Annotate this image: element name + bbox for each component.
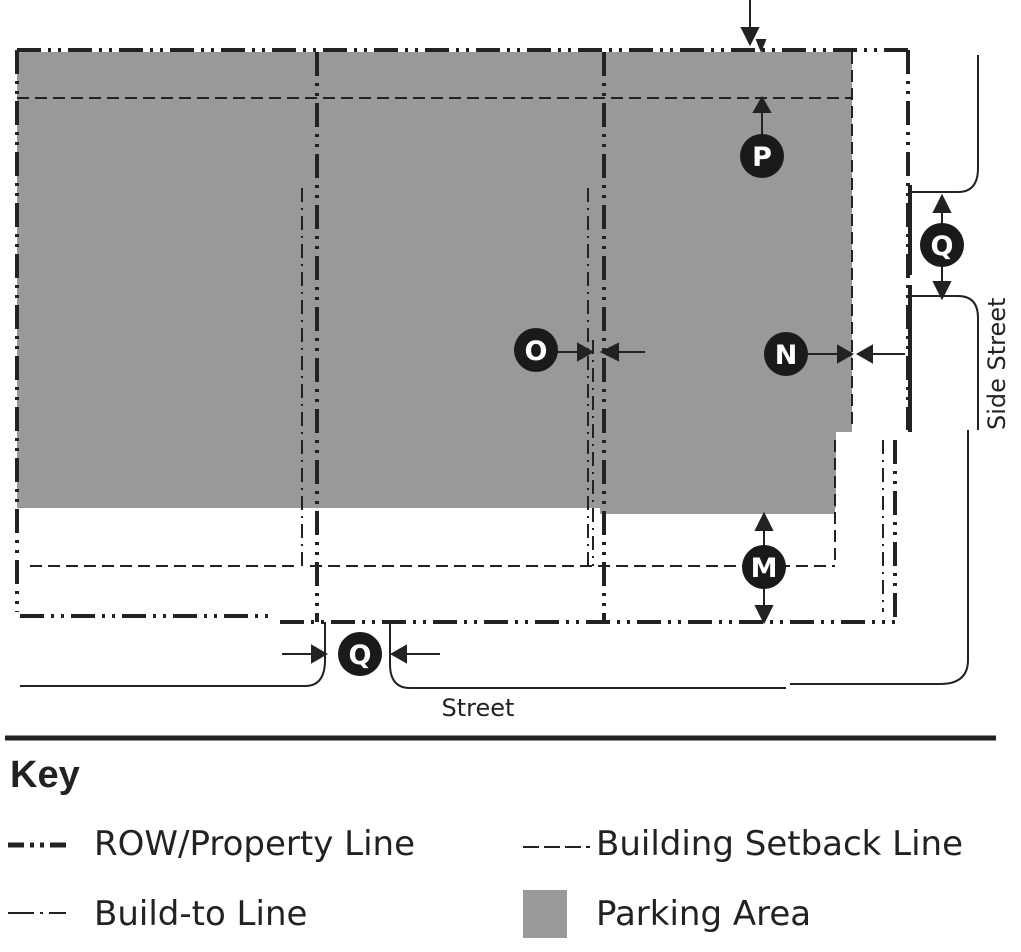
build-to-lines xyxy=(301,188,884,612)
svg-text:P: P xyxy=(752,142,772,173)
label-marker-o: O xyxy=(514,328,558,372)
svg-text:Q: Q xyxy=(349,640,372,671)
key-item-parking-area-label: Parking Area xyxy=(596,894,811,934)
label-marker-p: P xyxy=(740,134,784,178)
label-marker-q-front: Q xyxy=(338,632,382,676)
curb-lines xyxy=(20,55,979,689)
parking-area xyxy=(17,52,852,508)
key-item-build-to-line: Build-to Line xyxy=(94,894,307,934)
svg-text:N: N xyxy=(775,340,798,371)
label-marker-q-side: Q xyxy=(920,223,964,267)
parking-area-extension xyxy=(600,500,835,514)
key-label: Building Setback Line xyxy=(596,824,964,864)
parking-area-swatch xyxy=(523,890,567,938)
key-label: ROW/Property Line xyxy=(94,824,415,864)
svg-text:M: M xyxy=(751,553,778,584)
key-label: Parking Area xyxy=(596,894,812,934)
parking-notch xyxy=(836,432,966,514)
svg-text:Q: Q xyxy=(931,231,954,262)
label-marker-n: N xyxy=(764,332,808,376)
label-marker-m: M xyxy=(742,545,786,589)
front-street-label: Street xyxy=(442,694,515,722)
key-item-parking-area xyxy=(523,890,567,938)
key-item-row-property-line: ROW/Property Line xyxy=(94,824,415,864)
key-label: Build-to Line xyxy=(94,894,308,934)
side-street-label: Side Street xyxy=(983,298,1011,430)
key-title: Key xyxy=(10,754,80,796)
svg-text:O: O xyxy=(525,336,548,367)
dimension-arrows xyxy=(282,0,952,664)
key-item-building-setback-line: Building Setback Line xyxy=(596,824,963,864)
